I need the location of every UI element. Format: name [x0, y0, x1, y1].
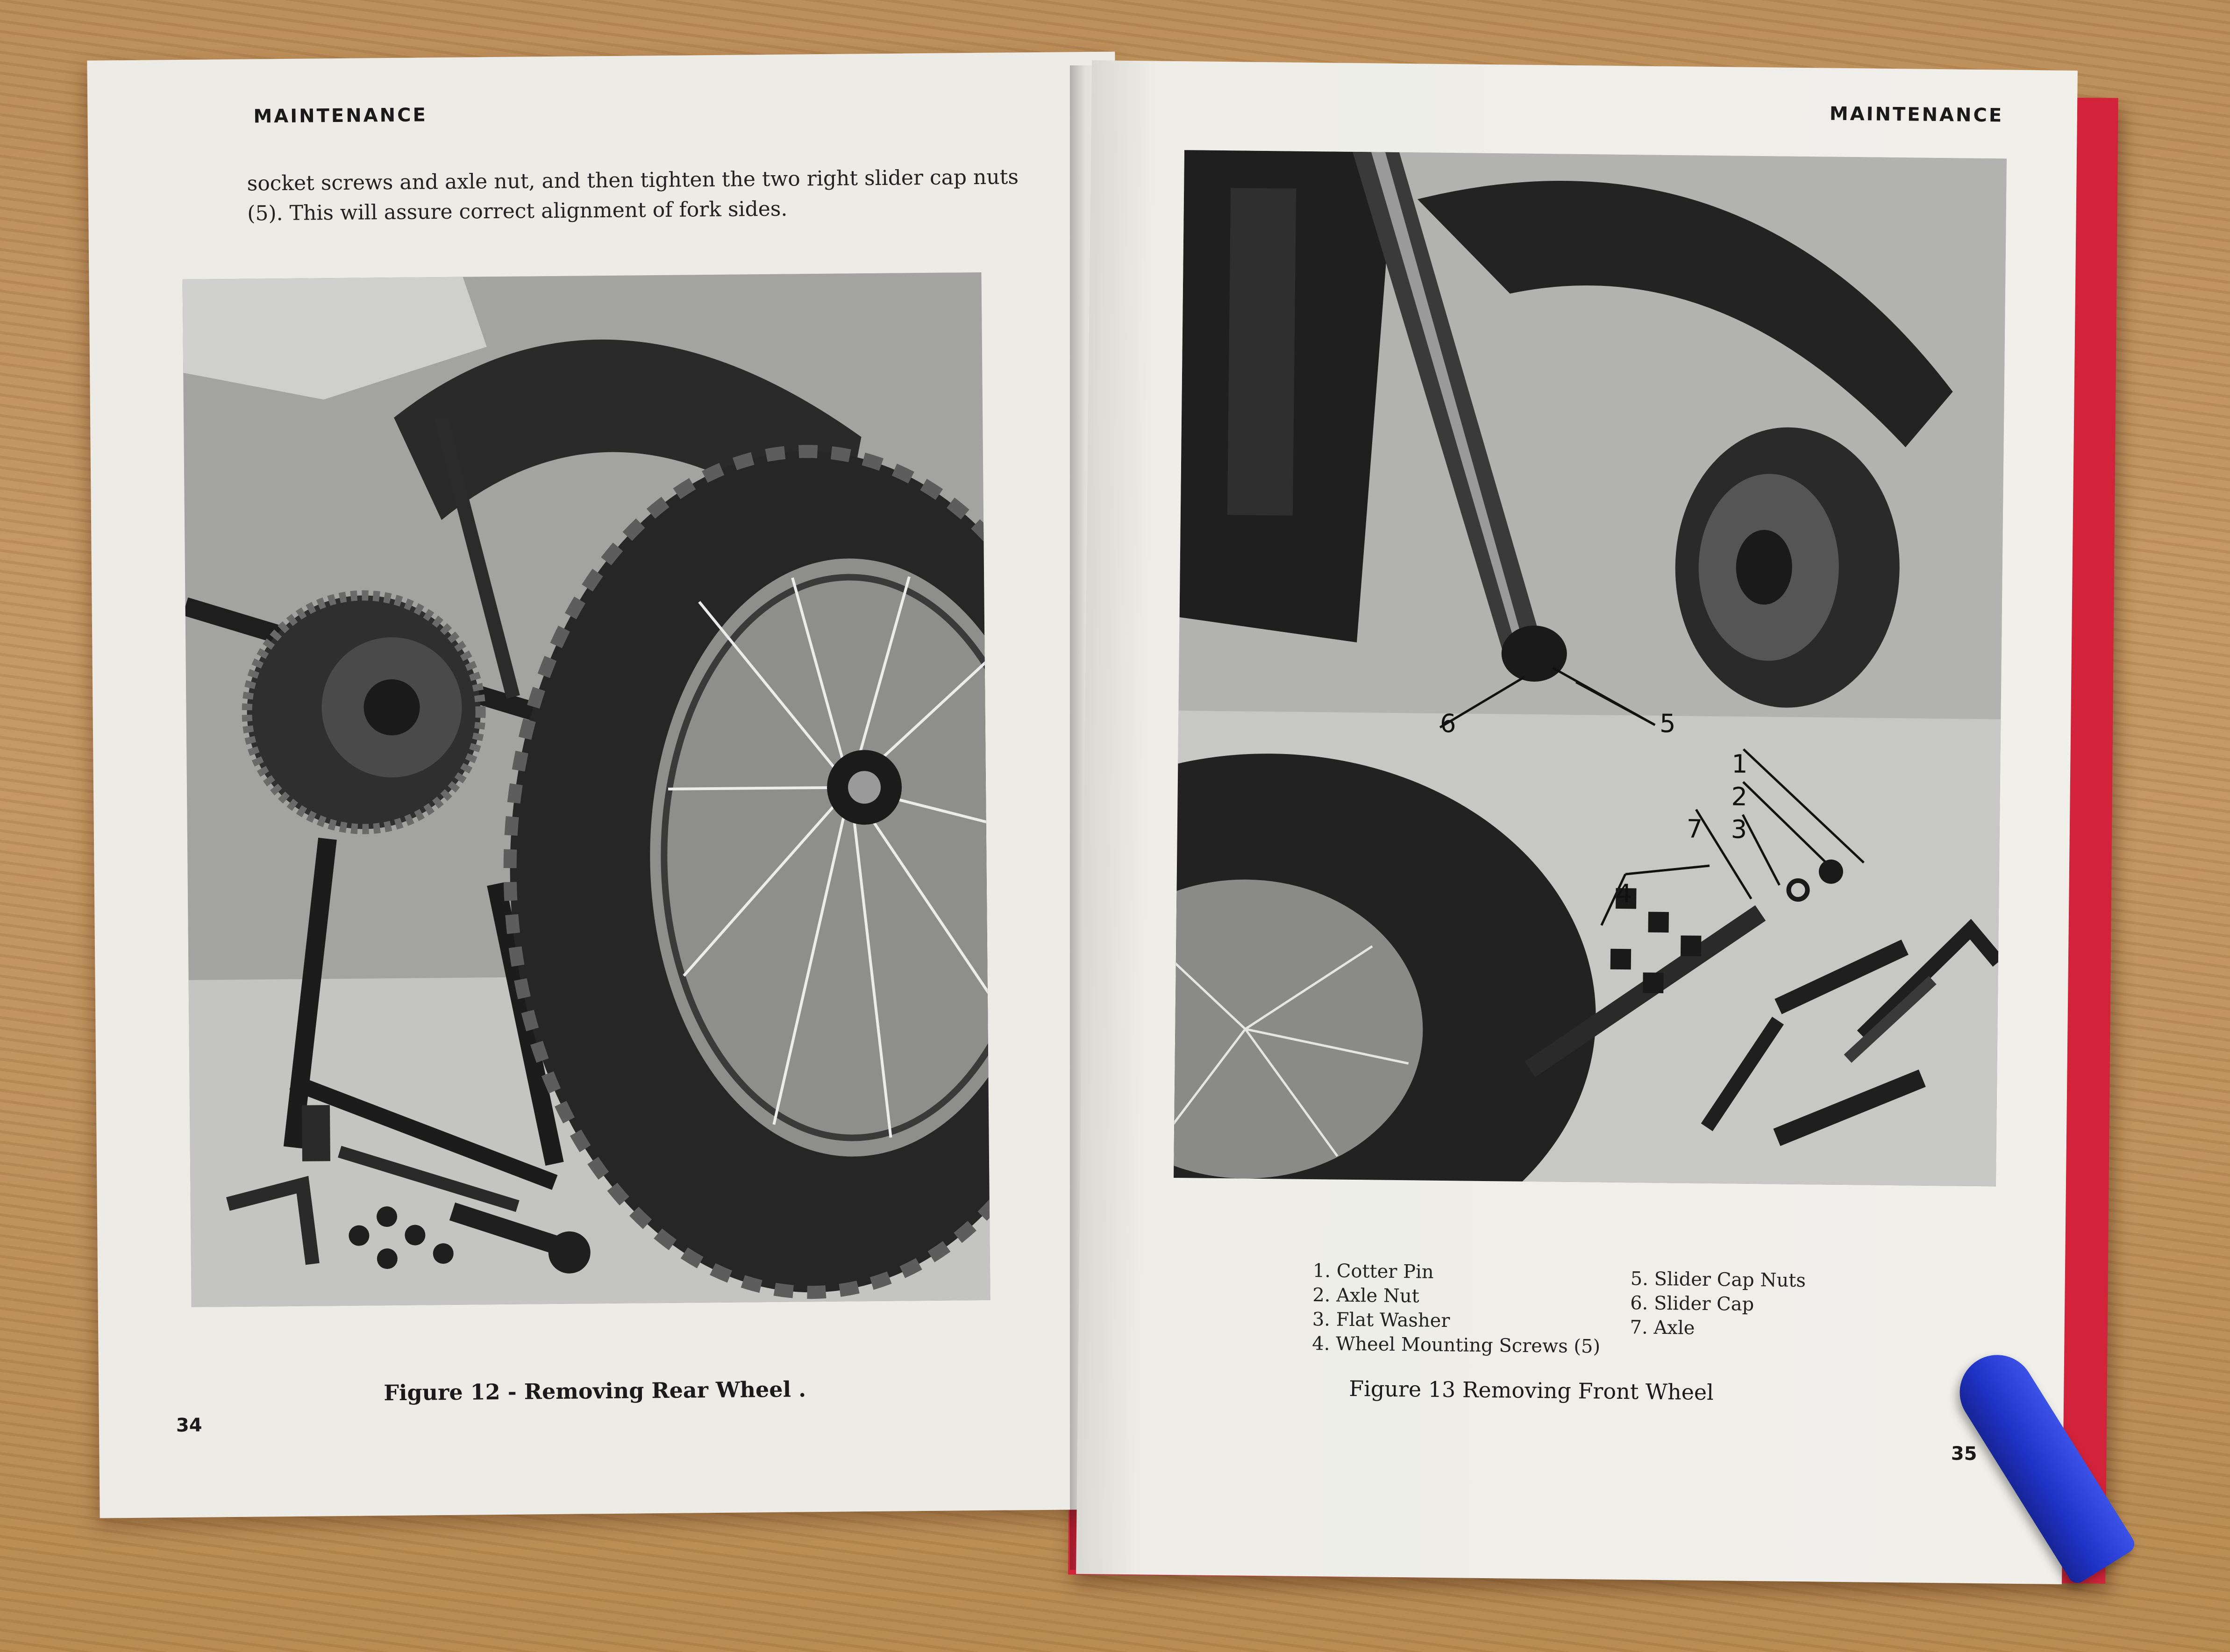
callout-3: 3 [1731, 814, 1747, 844]
rear-wheel-illustration [182, 272, 990, 1307]
legend-item: 3. Flat Washer [1312, 1309, 1450, 1332]
left-page-number: 34 [176, 1414, 202, 1437]
callout-5: 5 [1659, 708, 1676, 739]
legend-item: 6. Slider Cap [1630, 1292, 1754, 1316]
legend-item: 2. Axle Nut [1312, 1284, 1419, 1307]
callout-4: 4 [1616, 878, 1632, 909]
front-wheel-photo [1173, 150, 2007, 1187]
callout-6: 6 [1439, 708, 1456, 739]
figure-13-legend-left: 1. Cotter Pin 2. Axle Nut 3. Flat Washer… [1312, 1259, 1601, 1359]
figure-12-caption: Figure 12 - Removing Rear Wheel . [384, 1376, 806, 1406]
legend-item: 4. Wheel Mounting Screws (5) [1312, 1333, 1601, 1358]
right-page-header: MAINTENANCE [1829, 103, 2004, 127]
callout-1: 1 [1731, 749, 1748, 779]
callout-2: 2 [1731, 782, 1748, 812]
callout-7: 7 [1686, 814, 1703, 844]
legend-item: 1. Cotter Pin [1312, 1260, 1434, 1283]
left-page-text-line-2: (5). This will assure correct alignment … [247, 197, 788, 226]
legend-item: 5. Slider Cap Nuts [1630, 1268, 1806, 1292]
rear-wheel-photo [182, 272, 990, 1307]
figure-13-legend-right: 5. Slider Cap Nuts 6. Slider Cap 7. Axle [1630, 1267, 1806, 1341]
figure-13-caption: Figure 13 Removing Front Wheel [1348, 1375, 1714, 1405]
right-page-number: 35 [1951, 1443, 1977, 1465]
front-wheel-illustration [1173, 150, 2007, 1187]
left-page-text-line-1: socket screws and axle nut, and then tig… [247, 165, 1019, 196]
left-page: MAINTENANCE socket screws and axle nut, … [87, 51, 1128, 1518]
left-page-header: MAINTENANCE [253, 104, 428, 128]
legend-item: 7. Axle [1630, 1317, 1695, 1339]
right-page: MAINTENANCE [1076, 60, 2078, 1584]
